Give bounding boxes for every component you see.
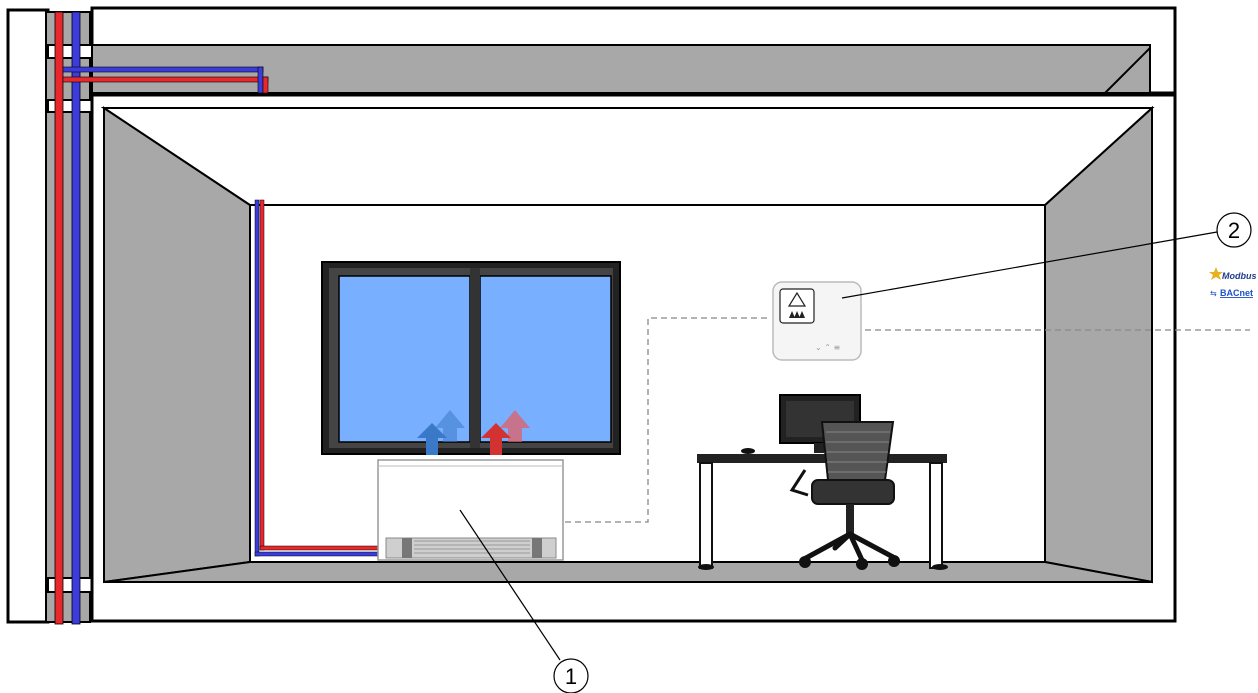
room-controller: ⌄ ⌃ ≡ — [773, 282, 861, 360]
callout-2-label: 2 — [1228, 218, 1240, 243]
modbus-label: Modbus — [1222, 271, 1257, 281]
star-icon — [1209, 267, 1223, 280]
callout-1-label: 1 — [565, 664, 577, 689]
window — [322, 262, 620, 454]
fan-coil-unit — [378, 460, 563, 560]
bacnet-label: BACnet — [1220, 288, 1253, 298]
svg-text:⌄ ⌃ ≡: ⌄ ⌃ ≡ — [815, 343, 840, 352]
protocol-logos: Modbus ⇆ BACnet — [1209, 267, 1257, 298]
network-icon: ⇆ — [1210, 289, 1217, 298]
